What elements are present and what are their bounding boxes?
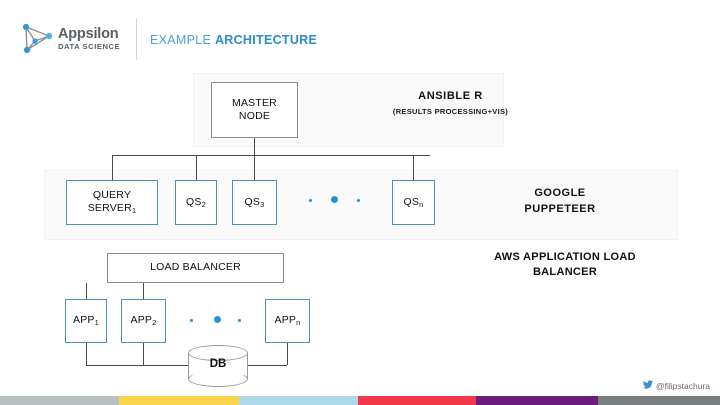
node-qsn-sub: n xyxy=(419,199,424,209)
node-load-balancer-label: LOAD BALANCER xyxy=(150,261,241,274)
node-query-server-1-label: QUERY SERVER1 xyxy=(88,189,137,216)
footer-segment-5 xyxy=(476,396,599,405)
node-app2-sub: 2 xyxy=(152,318,157,328)
page-title-light: EXAMPLE xyxy=(150,33,212,47)
node-app-2[interactable]: APP2 xyxy=(121,299,166,343)
connector-drop-qs2 xyxy=(196,155,197,180)
page-title-bold: ARCHITECTURE xyxy=(214,33,318,47)
ellipsis-dot-small-left xyxy=(309,199,312,202)
node-qs2-base: QS xyxy=(186,195,202,208)
node-query-server-1[interactable]: QUERY SERVER1 xyxy=(66,180,158,225)
brand-tagline: DATA SCIENCE xyxy=(58,42,121,52)
node-app1-base: APP xyxy=(73,314,95,327)
node-qs3-base: QS xyxy=(244,195,261,208)
twitter-handle-text: @filipstachura xyxy=(656,380,710,391)
connector-app1-down xyxy=(86,343,87,365)
brand-wordmark: Appsilon DATA SCIENCE xyxy=(58,27,120,51)
node-query-server-2[interactable]: QS2 xyxy=(175,180,217,225)
connector-master-down xyxy=(254,138,255,155)
node-appn-sub: n xyxy=(296,318,301,328)
node-app-n-label: APPn xyxy=(275,314,301,327)
node-app2-base: APP xyxy=(130,314,153,327)
footer-segment-2 xyxy=(119,396,240,405)
connector-lb-app2 xyxy=(143,283,144,299)
ellipsis-dot-large xyxy=(331,196,338,203)
label-ansible-title: ANSIBLE R xyxy=(418,90,483,102)
twitter-bird-icon xyxy=(643,380,654,391)
node-appn-base: APP xyxy=(274,314,297,327)
header-divider xyxy=(136,18,137,60)
node-qs3-sub: 3 xyxy=(260,199,265,209)
ellipsis-dot-app-small-left xyxy=(190,319,193,322)
node-qs1-line2: SERVER xyxy=(87,202,132,215)
node-qs1-sub: 1 xyxy=(131,206,137,216)
connector-db-left xyxy=(86,365,188,366)
connector-app2-down xyxy=(143,343,144,365)
node-master[interactable]: MASTER NODE xyxy=(211,82,298,138)
twitter-handle[interactable]: @filipstachura xyxy=(643,380,710,391)
database-cylinder-bottom xyxy=(188,371,248,387)
connector-lb-app1 xyxy=(86,283,87,299)
brand-logo: Appsilon DATA SCIENCE xyxy=(18,20,136,58)
node-app1-sub: 1 xyxy=(94,318,99,328)
label-google-puppeteer: GOOGLE PUPPETEER xyxy=(460,186,660,218)
connector-db-right xyxy=(248,365,287,366)
node-master-line2: NODE xyxy=(238,110,271,122)
footer-segment-3 xyxy=(239,396,359,405)
database-cylinder-top xyxy=(188,345,248,361)
node-qs1-line1: QUERY xyxy=(92,189,132,202)
label-aws-line2: BALANCER xyxy=(532,266,598,279)
label-google-line2: PUPPETEER xyxy=(524,202,596,215)
node-app-2-label: APP2 xyxy=(131,314,157,327)
connector-drop-qs3 xyxy=(254,155,255,180)
ellipsis-dot-small-right xyxy=(357,199,360,202)
footer-segment-4 xyxy=(358,396,477,405)
node-app-1-label: APP1 xyxy=(73,314,99,327)
connector-appn-down xyxy=(287,343,288,365)
node-database[interactable]: DB xyxy=(188,345,248,387)
footer-color-bar xyxy=(0,396,720,405)
node-app-1[interactable]: APP1 xyxy=(65,299,107,343)
label-ansible-subtitle: (RESULTS PROCESSING+VIS) xyxy=(392,107,509,116)
network-triangle-icon xyxy=(18,22,54,56)
node-qsn-base: QS xyxy=(403,195,420,208)
label-google-line1: GOOGLE xyxy=(534,187,586,199)
label-ansible-r: ANSIBLE R (RESULTS PROCESSING+VIS) xyxy=(318,90,583,116)
node-query-server-n-label: QSn xyxy=(404,196,424,209)
ellipsis-dot-app-small-right xyxy=(238,319,241,322)
node-load-balancer[interactable]: LOAD BALANCER xyxy=(107,253,284,283)
footer-segment-1 xyxy=(0,396,120,405)
ellipsis-dot-app-large xyxy=(214,316,221,323)
footer-segment-6 xyxy=(598,396,720,405)
node-master-line1: MASTER xyxy=(232,96,277,109)
node-app-n[interactable]: APPn xyxy=(265,299,310,343)
node-master-label: MASTER NODE xyxy=(232,97,277,123)
node-query-server-3[interactable]: QS3 xyxy=(232,180,277,225)
label-aws-load-balancer: AWS APPLICATION LOAD BALANCER xyxy=(440,250,690,281)
node-query-server-n[interactable]: QSn xyxy=(392,180,435,225)
connector-drop-qsn xyxy=(413,155,414,180)
node-qs2-sub: 2 xyxy=(201,199,206,209)
brand-name: Appsilon xyxy=(58,25,119,42)
page-title: EXAMPLE ARCHITECTURE xyxy=(150,33,317,47)
node-query-server-2-label: QS2 xyxy=(186,196,206,209)
node-database-label: DB xyxy=(209,358,227,370)
connector-drop-qs1 xyxy=(112,155,113,180)
label-aws-line1: AWS APPLICATION LOAD xyxy=(494,251,636,263)
connector-bus-query xyxy=(112,155,430,156)
node-query-server-3-label: QS3 xyxy=(245,196,265,209)
